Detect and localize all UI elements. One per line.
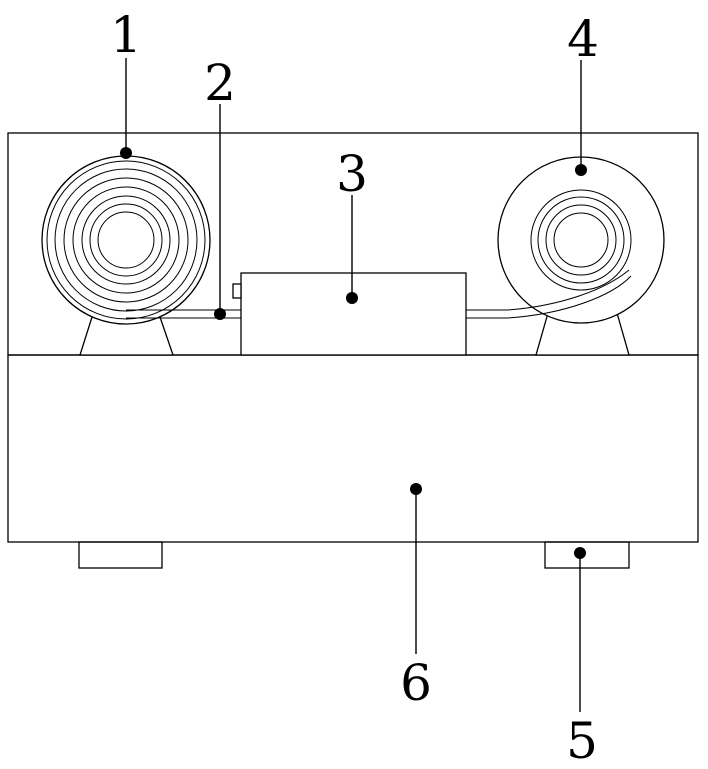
right-take-up-spool	[498, 157, 664, 323]
callout-dot-2	[214, 308, 226, 320]
callout-dot-6	[410, 483, 422, 495]
callout-label-2: 2	[204, 54, 236, 112]
callout-label-4: 4	[567, 10, 599, 68]
callout-label-1: 1	[110, 6, 142, 64]
callout-label-6: 6	[400, 654, 432, 712]
callout-dot-1	[120, 147, 132, 159]
callout-dot-4	[575, 164, 587, 176]
center-processing-box	[241, 273, 466, 355]
callout-label-3: 3	[336, 145, 368, 203]
callout-label-5: 5	[566, 712, 598, 769]
right-foot	[545, 542, 629, 568]
callout-dot-3	[346, 292, 358, 304]
callout-dot-5	[574, 547, 586, 559]
base-block	[8, 355, 698, 542]
box-side-tab	[233, 284, 241, 298]
left-foot	[79, 542, 162, 568]
left-coil-spool	[42, 156, 210, 324]
